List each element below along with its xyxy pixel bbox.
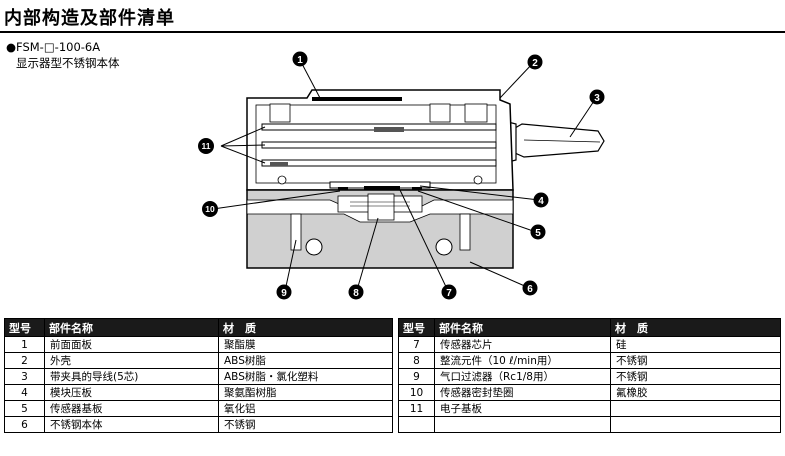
row-material: 氧化铝 xyxy=(218,400,393,417)
row-name: 前面面板 xyxy=(44,336,219,353)
svg-text:11: 11 xyxy=(202,141,211,151)
title-divider xyxy=(0,31,785,33)
row-name: 模块压板 xyxy=(44,384,219,401)
svg-text:2: 2 xyxy=(532,58,538,69)
callout-5: 5 xyxy=(530,224,546,240)
row-no: 9 xyxy=(398,368,435,385)
callout-11: 11 xyxy=(198,138,214,154)
row-material: 不锈钢 xyxy=(610,368,781,385)
row-name: 外壳 xyxy=(44,352,219,369)
row-no: 6 xyxy=(4,416,45,433)
model-number: ●FSM-□-100-6A xyxy=(6,40,101,54)
header-no: 型号 xyxy=(4,318,45,337)
callout-8: 8 xyxy=(348,284,364,300)
row-no: 8 xyxy=(398,352,435,369)
table-header-row: 型号 部件名称 材 质 xyxy=(4,318,393,337)
header-name: 部件名称 xyxy=(44,318,219,337)
stainless-body xyxy=(246,189,514,269)
callout-7: 7 xyxy=(441,284,457,300)
row-no: 1 xyxy=(4,336,45,353)
row-name: 传感器密封垫圈 xyxy=(434,384,611,401)
callout-10: 10 xyxy=(202,201,218,217)
svg-text:7: 7 xyxy=(446,288,452,299)
row-material: ABS树脂・氯化塑料 xyxy=(218,368,393,385)
table-header-row: 型号 部件名称 材 质 xyxy=(398,318,781,337)
row-material: 不锈钢 xyxy=(218,416,393,433)
callout-2: 2 xyxy=(527,54,543,70)
row-no: 5 xyxy=(4,400,45,417)
leader-lines xyxy=(212,59,597,292)
row-material xyxy=(610,416,781,433)
row-material: 聚氨酯树脂 xyxy=(218,384,393,401)
lead-wire xyxy=(499,119,605,165)
svg-text:10: 10 xyxy=(205,204,215,214)
row-name: 传感器基板 xyxy=(44,400,219,417)
row-no: 2 xyxy=(4,352,45,369)
row-name: 带夹具的导线(5芯) xyxy=(44,368,219,385)
model-description: 显示器型不锈钢本体 xyxy=(16,56,120,70)
row-no xyxy=(398,416,435,433)
svg-text:6: 6 xyxy=(527,284,533,295)
header-name: 部件名称 xyxy=(434,318,611,337)
header-material: 材 质 xyxy=(218,318,393,337)
row-material: 氟橡胶 xyxy=(610,384,781,401)
callout-1: 1 xyxy=(292,51,308,67)
internal-structure-diagram: 1 2 3 4 5 6 7 8 9 10 11 xyxy=(198,51,605,300)
header-no: 型号 xyxy=(398,318,435,337)
svg-text:9: 9 xyxy=(281,288,287,299)
svg-text:1: 1 xyxy=(297,55,303,66)
svg-text:8: 8 xyxy=(353,288,359,299)
callout-9: 9 xyxy=(276,284,292,300)
row-name: 传感器芯片 xyxy=(434,336,611,353)
svg-text:4: 4 xyxy=(538,196,544,207)
row-no: 4 xyxy=(4,384,45,401)
row-material: 不锈钢 xyxy=(610,352,781,369)
table-row xyxy=(398,416,781,433)
row-no: 11 xyxy=(398,400,435,417)
row-name: 整流元件（10 ℓ/min用） xyxy=(434,352,611,369)
svg-text:3: 3 xyxy=(594,93,600,104)
header-material: 材 质 xyxy=(610,318,781,337)
row-material: 硅 xyxy=(610,336,781,353)
row-no: 7 xyxy=(398,336,435,353)
row-name: 不锈钢本体 xyxy=(44,416,219,433)
row-name: 电子基板 xyxy=(434,400,611,417)
callout-3: 3 xyxy=(589,89,605,105)
row-material: ABS树脂 xyxy=(218,352,393,369)
callout-6: 6 xyxy=(522,280,538,296)
page-title: 内部构造及部件清单 xyxy=(4,8,175,29)
svg-text:5: 5 xyxy=(535,228,541,239)
row-name: 气口过滤器（Rc1/8用） xyxy=(434,368,611,385)
row-no: 10 xyxy=(398,384,435,401)
row-name xyxy=(434,416,611,433)
housing xyxy=(246,89,514,193)
row-material: 聚酯膜 xyxy=(218,336,393,353)
callout-4: 4 xyxy=(533,192,549,208)
row-no: 3 xyxy=(4,368,45,385)
row-material xyxy=(610,400,781,417)
